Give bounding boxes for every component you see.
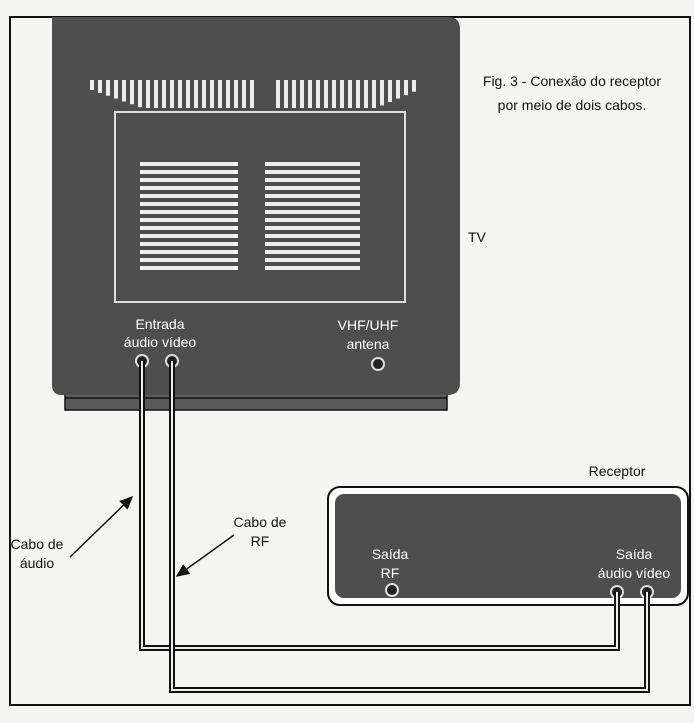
stripe [140, 258, 238, 262]
rf-output-label-2: RF [381, 565, 400, 581]
stripe [276, 80, 280, 108]
stripe [356, 80, 360, 108]
stripe [140, 234, 238, 238]
stripe [348, 80, 352, 108]
stripe [242, 80, 246, 108]
stripe [404, 80, 408, 96]
stripe [170, 80, 174, 108]
stripe [332, 80, 336, 108]
stripe [210, 80, 214, 108]
stripe [265, 242, 360, 246]
stripe [300, 80, 304, 108]
tv-label: TV [468, 229, 487, 245]
av-output-label-2: áudio vídeo [598, 565, 671, 581]
caption-line-1: Fig. 3 - Conexão do receptor [483, 73, 662, 89]
stripe [412, 80, 416, 92]
stripe [250, 80, 254, 108]
rf-output-label: Saída [372, 546, 409, 562]
stripe [106, 80, 110, 96]
stripe [162, 80, 166, 108]
stripe [265, 266, 360, 270]
stripe [140, 218, 238, 222]
tv-body [52, 17, 460, 395]
stripe [364, 80, 368, 108]
stripe [265, 250, 360, 254]
stripe [265, 210, 360, 214]
antenna-jack [371, 357, 385, 371]
stripe [316, 80, 320, 108]
rf-cable-label-2: RF [251, 533, 270, 549]
rf-cable-arrow [175, 534, 235, 577]
tv-antenna-label: VHF/UHF [338, 317, 399, 333]
screen-stripes [140, 162, 360, 270]
receiver-label: Receptor [589, 463, 646, 479]
stripe [380, 80, 384, 106]
stripe [265, 162, 360, 166]
stripe [194, 80, 198, 108]
top-stripes [90, 80, 416, 108]
stripe [308, 80, 312, 108]
stripe [340, 80, 344, 108]
av-output-label: Saída [616, 546, 653, 562]
stripe [140, 210, 238, 214]
stripe [284, 80, 288, 108]
stripe [146, 80, 150, 108]
stripe [140, 250, 238, 254]
stripe [265, 202, 360, 206]
stripe [265, 186, 360, 190]
tv-antenna-label-2: antena [347, 336, 390, 352]
stripe [292, 80, 296, 108]
audio-cable-label: Cabo de [11, 536, 64, 552]
stripe [265, 170, 360, 174]
stripe [265, 218, 360, 222]
stripe [140, 266, 238, 270]
stripe [226, 80, 230, 108]
stripe [122, 80, 126, 102]
audio-cable [139, 361, 620, 651]
stripe [140, 186, 238, 190]
stripe [140, 194, 238, 198]
tv-screen [114, 111, 406, 303]
caption-line-2: por meio de dois cabos. [498, 97, 647, 113]
stripe [140, 178, 238, 182]
stripe [114, 80, 118, 99]
stripe [140, 242, 238, 246]
stripe [372, 80, 376, 108]
rf-output-jack [385, 583, 399, 597]
stripe [234, 80, 238, 108]
tv-input-label: Entrada [135, 316, 184, 332]
stripe [98, 80, 102, 93]
stripe [324, 80, 328, 108]
stripe [265, 226, 360, 230]
stripe [138, 80, 142, 108]
stripe [140, 202, 238, 206]
video-cable [169, 361, 650, 693]
stripe [202, 80, 206, 108]
stripe [265, 178, 360, 182]
stripe [396, 80, 400, 99]
stripe [140, 162, 238, 166]
stripe [178, 80, 182, 108]
tv-set [52, 17, 460, 411]
stripe [186, 80, 190, 108]
stripe [265, 258, 360, 262]
stripe [218, 80, 222, 108]
tv-input-label-2: áudio vídeo [124, 334, 197, 350]
stripe [90, 80, 94, 90]
stripe [130, 80, 134, 105]
stripe [265, 234, 360, 238]
receiver [327, 486, 689, 606]
stripe [265, 194, 360, 198]
audio-cable-label-2: áudio [20, 555, 54, 571]
stripe [140, 226, 238, 230]
stripe [140, 170, 238, 174]
stripe [388, 80, 392, 102]
stripe [154, 80, 158, 108]
rf-cable-label: Cabo de [234, 514, 287, 530]
audio-cable-arrow [69, 495, 134, 558]
